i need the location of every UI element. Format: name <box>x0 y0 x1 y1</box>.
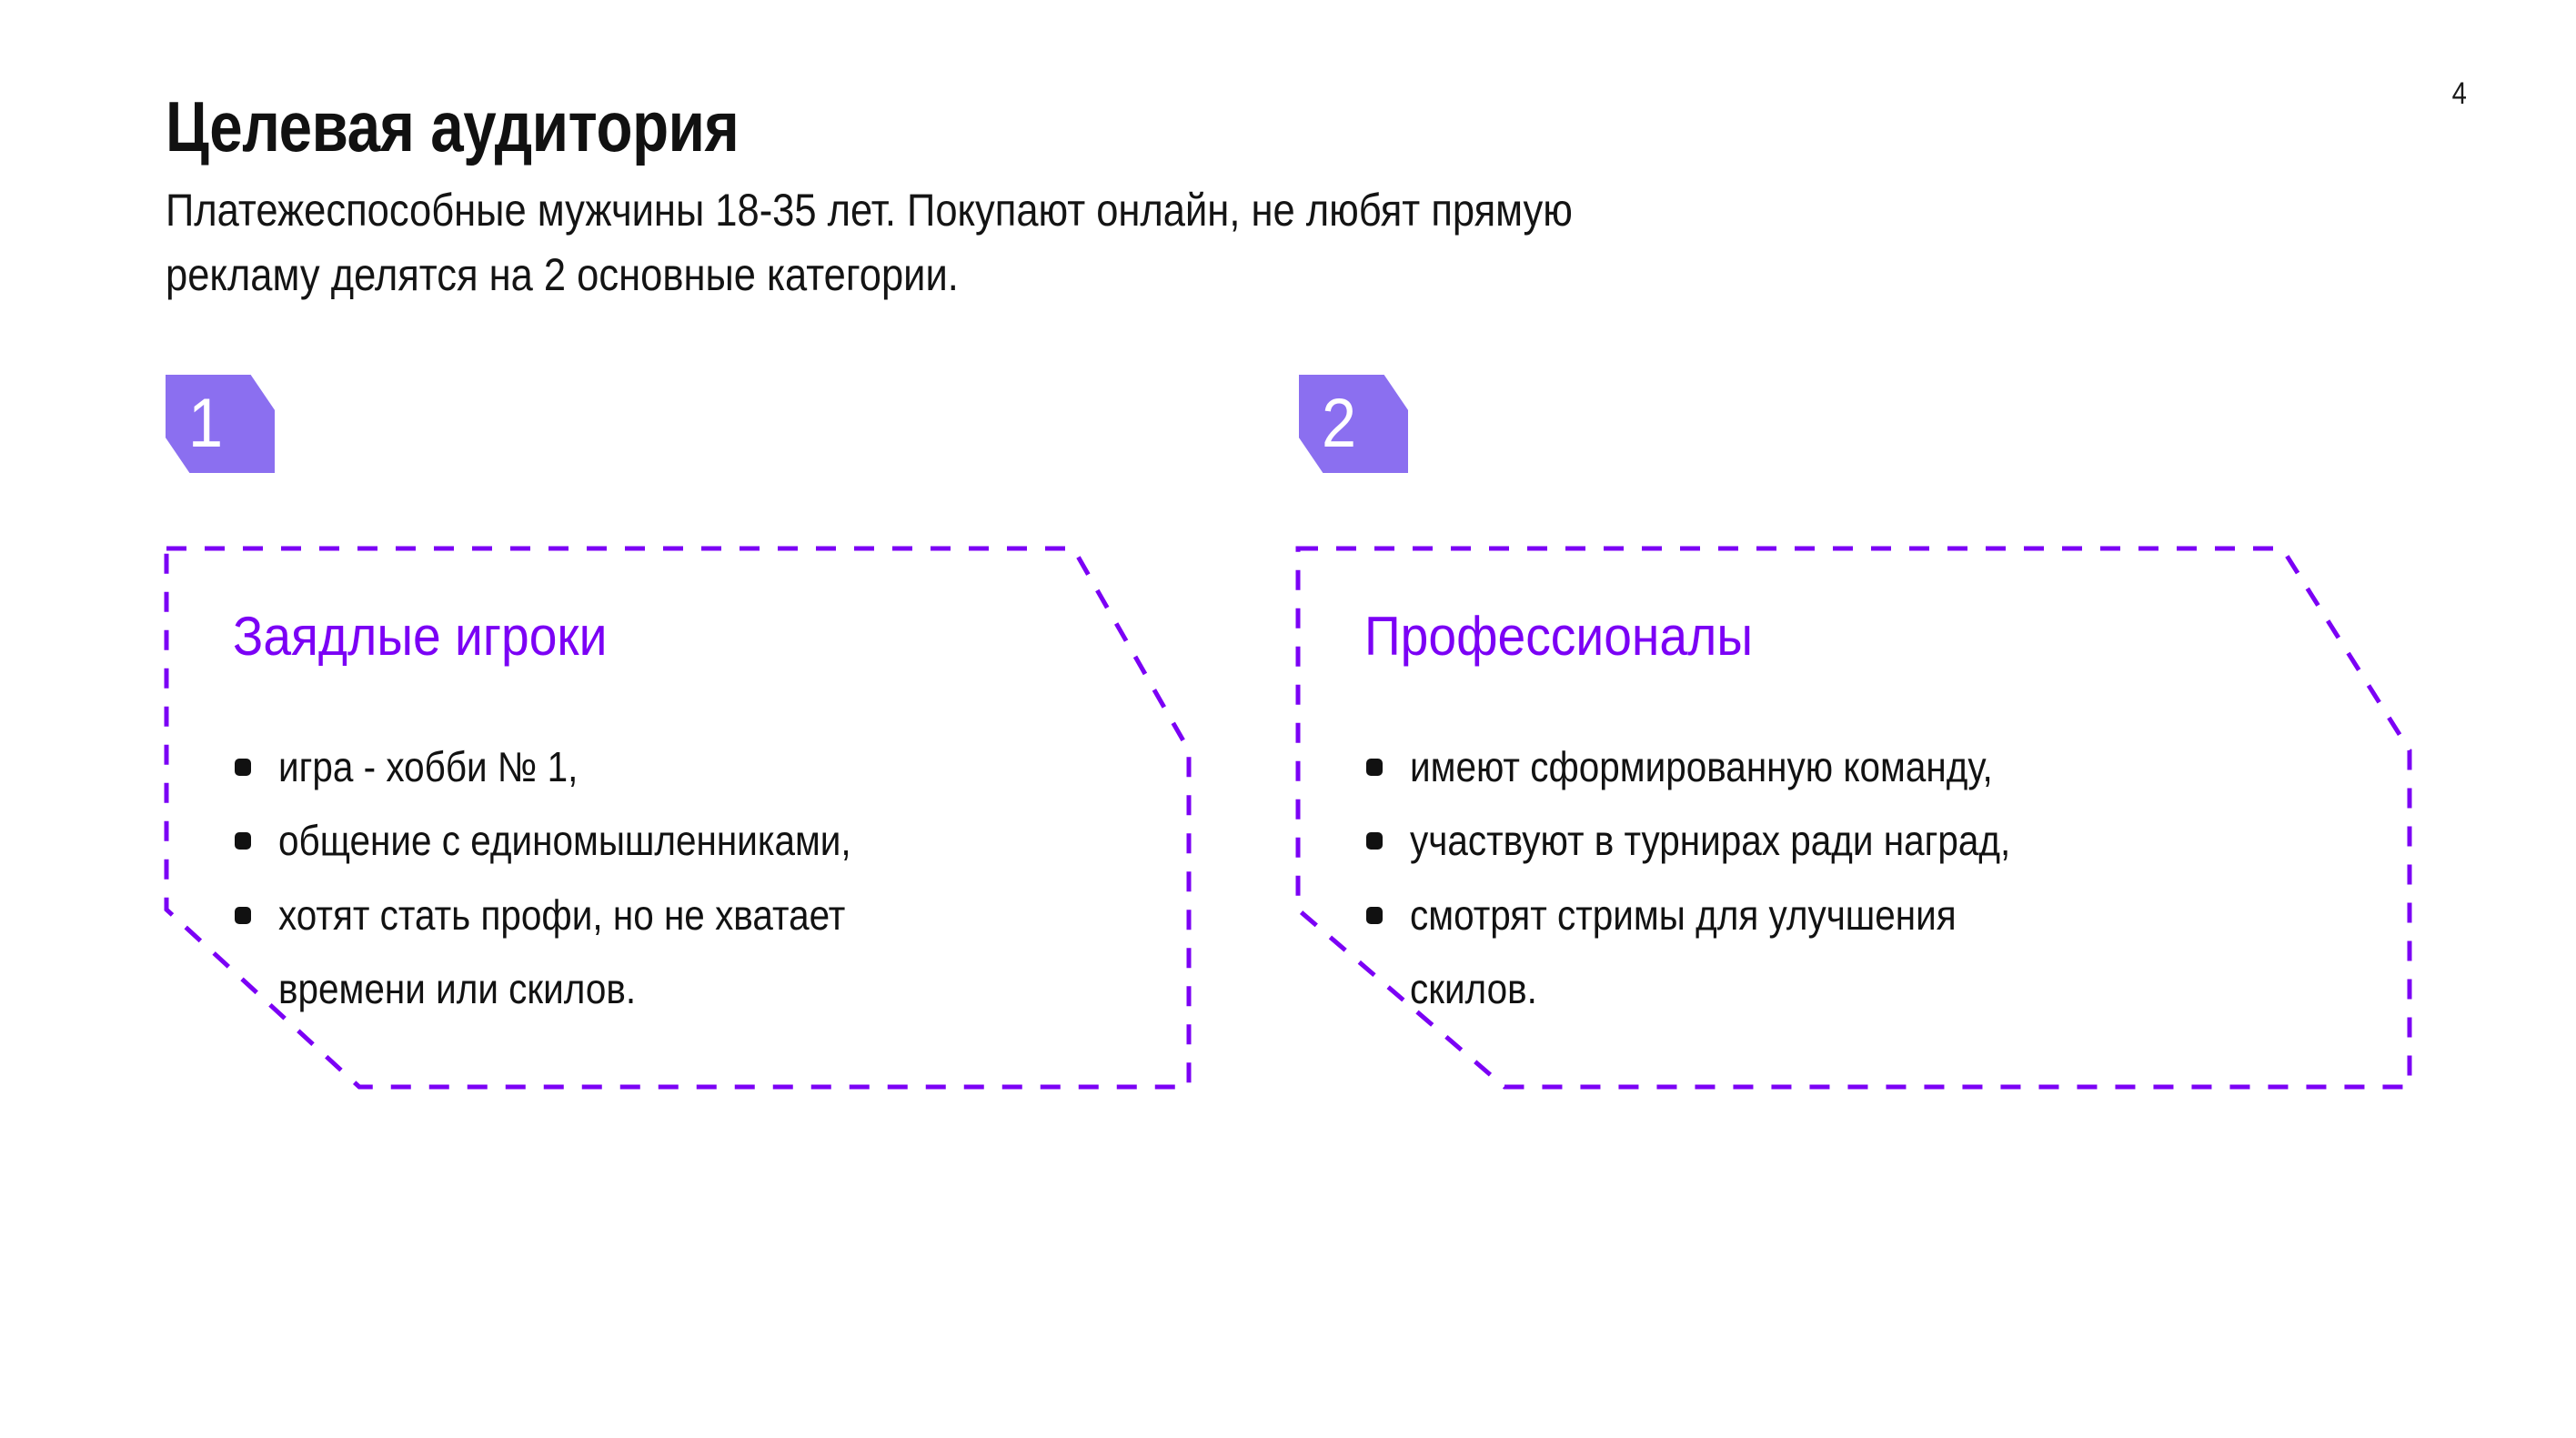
list-item: игра - хобби № 1, <box>233 735 1137 799</box>
list-item: имеют сформированную команду, <box>1364 735 2358 799</box>
list-item-continuation: скилов. <box>1364 957 2358 1021</box>
list-item: общение с единомышленниками, <box>233 809 1137 873</box>
number-badge-2-label: 2 <box>1321 385 1357 462</box>
intro-line-2: рекламу делятся на 2 основные категории. <box>166 249 959 300</box>
page-title: Целевая аудитория <box>166 86 740 167</box>
card-2-bullet-list: имеют сформированную команду, участвуют … <box>1364 735 2358 1021</box>
list-item-label: игра - хобби № 1, <box>278 743 579 790</box>
number-badge-1: 1 <box>166 375 275 473</box>
list-item-label: времени или скилов. <box>278 964 637 1012</box>
list-item: участвуют в турнирах ради наград, <box>1364 809 2358 873</box>
card-1-content: Заядлые игроки игра - хобби № 1, общение… <box>233 609 1137 1031</box>
card-1-heading: Заядлые игроки <box>233 606 608 667</box>
bullet-dot-icon <box>1366 906 1383 924</box>
card-2-content: Профессионалы имеют сформированную коман… <box>1364 609 2358 1031</box>
page-number: 4 <box>2451 76 2467 111</box>
bullet-dot-icon <box>235 906 251 924</box>
list-item: смотрят стримы для улучшения <box>1364 883 2358 948</box>
list-item-label: имеют сформированную команду, <box>1410 743 1993 790</box>
bullet-dot-icon <box>235 832 251 850</box>
list-item-label: хотят стать профи, но не хватает <box>278 890 846 939</box>
card-2-heading: Профессионалы <box>1364 606 1753 667</box>
intro-paragraph: Платежеспособные мужчины 18-35 лет. Поку… <box>166 178 2191 307</box>
list-item-label: скилов. <box>1410 964 1537 1012</box>
list-item-label: общение с единомышленниками, <box>278 817 851 865</box>
bullet-dot-icon <box>235 759 251 776</box>
audience-card-1: Заядлые игроки игра - хобби № 1, общение… <box>164 546 1192 1090</box>
list-item: хотят стать профи, но не хватает <box>233 883 1137 948</box>
intro-line-1: Платежеспособные мужчины 18-35 лет. Поку… <box>166 185 1573 236</box>
number-badge-2: 2 <box>1299 375 1408 473</box>
audience-card-2: Профессионалы имеют сформированную коман… <box>1295 546 2412 1090</box>
list-item-label: смотрят стримы для улучшения <box>1410 890 1957 939</box>
list-item-continuation: времени или скилов. <box>233 957 1137 1021</box>
card-1-bullet-list: игра - хобби № 1, общение с единомышленн… <box>233 735 1137 1021</box>
bullet-dot-icon <box>1366 832 1383 850</box>
bullet-dot-icon <box>1366 759 1383 776</box>
number-badge-1-label: 1 <box>187 385 224 462</box>
list-item-label: участвуют в турнирах ради наград, <box>1410 817 2011 865</box>
